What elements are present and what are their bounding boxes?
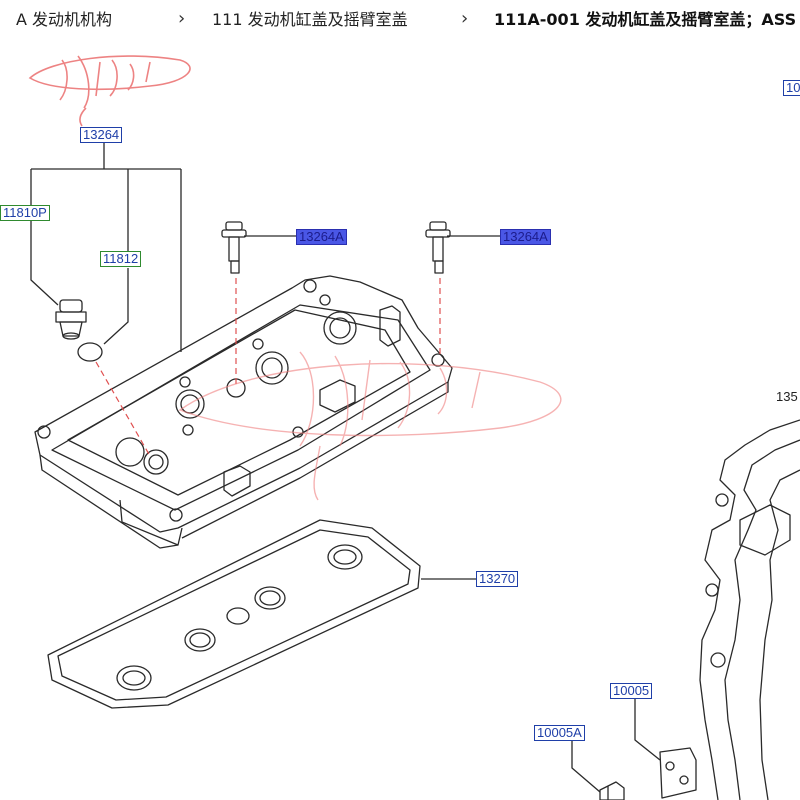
rocker-cover-icon — [34, 275, 453, 549]
callout-13264a-right[interactable]: 13264A — [500, 229, 551, 245]
parts-diagram: 13264 11810P 11812 13264A 13264A 13270 1… — [0, 42, 800, 800]
cover-gasket-icon — [47, 519, 421, 709]
callout-13264a-left[interactable]: 13264A — [296, 229, 347, 245]
chevron-right-icon: › — [461, 8, 469, 29]
install-guide-lines — [95, 278, 441, 457]
callout-10005[interactable]: 10005 — [610, 683, 653, 699]
bracket-icon — [659, 747, 697, 799]
chevron-right-icon: › — [178, 8, 186, 29]
bolt-icon-right — [425, 221, 451, 274]
callout-10-partial[interactable]: 10 — [783, 80, 800, 96]
bolt-icon-bracket — [599, 781, 625, 800]
breadcrumb-item-cylinder-head[interactable]: 111 发动机缸盖及摇臂室盖 — [212, 10, 408, 29]
oil-filler-cap-icon — [55, 299, 87, 340]
callout-13270[interactable]: 13270 — [476, 571, 519, 587]
cylinder-head-icon — [699, 419, 800, 800]
o-ring-icon — [77, 342, 103, 362]
watermark-signature-large — [178, 351, 562, 501]
callout-13264[interactable]: 13264 — [80, 127, 123, 143]
breadcrumb-item-engine-mechanism[interactable]: A 发动机机构 — [16, 10, 113, 29]
breadcrumb-item-current: 111A-001 发动机缸盖及摇臂室盖；ASS — [494, 10, 797, 29]
leader-lines-13264 — [30, 142, 182, 352]
watermark-signature — [28, 55, 191, 127]
callout-10005a[interactable]: 10005A — [534, 725, 585, 741]
breadcrumb: A 发动机机构 › 111 发动机缸盖及摇臂室盖 › 111A-001 发动机缸… — [0, 0, 800, 42]
callout-11812[interactable]: 11812 — [100, 251, 142, 267]
diagram-drawing — [28, 55, 800, 800]
callout-135-partial[interactable]: 135 — [776, 389, 798, 404]
callout-11810p[interactable]: 11810P — [0, 205, 50, 221]
bolt-icon-left — [221, 221, 247, 274]
